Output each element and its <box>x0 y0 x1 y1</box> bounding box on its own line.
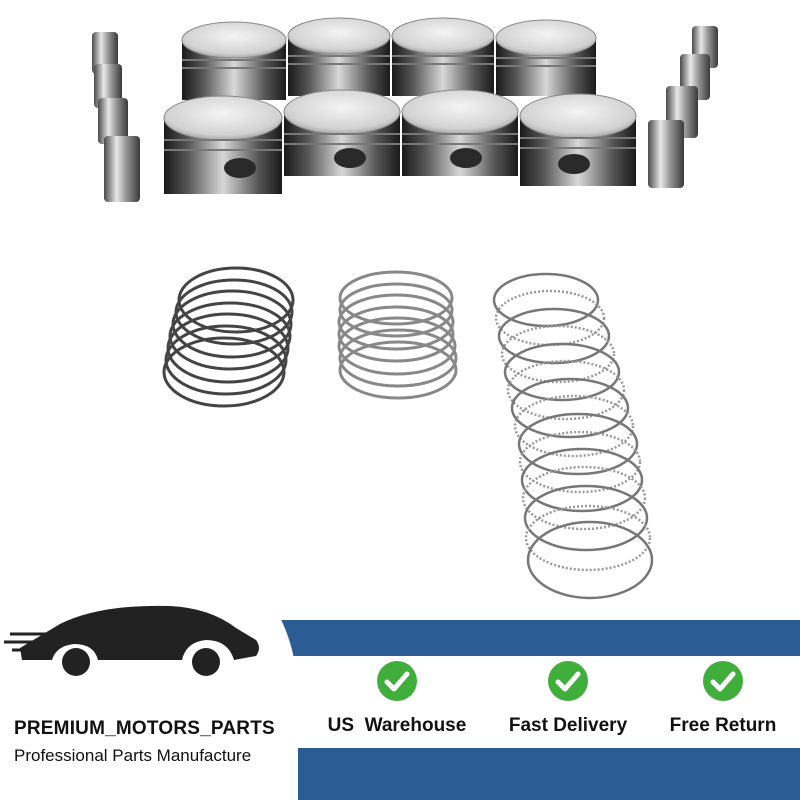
wrist-pin <box>648 120 684 188</box>
product-photo <box>92 17 718 600</box>
piston <box>391 17 495 96</box>
pistons-front-row <box>163 89 637 194</box>
feature-free-return: Free Return <box>638 660 800 737</box>
ring-stack-second-rings <box>337 270 458 400</box>
brand-tagline: Professional Parts Manufacture <box>14 746 252 765</box>
wrist-pins-left <box>92 32 140 202</box>
wrist-pin <box>94 64 122 108</box>
feature-label: Fast Delivery <box>508 715 628 736</box>
check-circle-icon <box>377 661 417 701</box>
feature-fast-delivery: Fast Delivery <box>483 660 653 737</box>
brand-name: PREMIUM_MOTORS_PARTS <box>14 718 275 739</box>
feature-us-warehouse: US Warehouse <box>312 660 482 737</box>
feature-label: Free Return <box>669 715 777 736</box>
ring-stack-oil-rings <box>492 272 654 600</box>
piston <box>163 95 283 194</box>
piston <box>519 93 637 186</box>
piston <box>495 19 597 96</box>
piston <box>401 89 519 176</box>
wrist-pin <box>92 32 118 74</box>
piston <box>283 89 401 176</box>
wrist-pin <box>104 136 140 202</box>
feature-label: US Warehouse <box>327 715 467 736</box>
piston <box>181 21 287 100</box>
ring-stack-top-rings <box>162 266 295 408</box>
check-circle-icon <box>548 661 588 701</box>
wrist-pins-right <box>648 26 718 188</box>
wrist-pin <box>98 98 128 144</box>
check-circle-icon <box>703 661 743 701</box>
pistons-back-row <box>181 17 597 100</box>
car-logo-icon <box>4 605 259 676</box>
piston <box>287 17 391 96</box>
